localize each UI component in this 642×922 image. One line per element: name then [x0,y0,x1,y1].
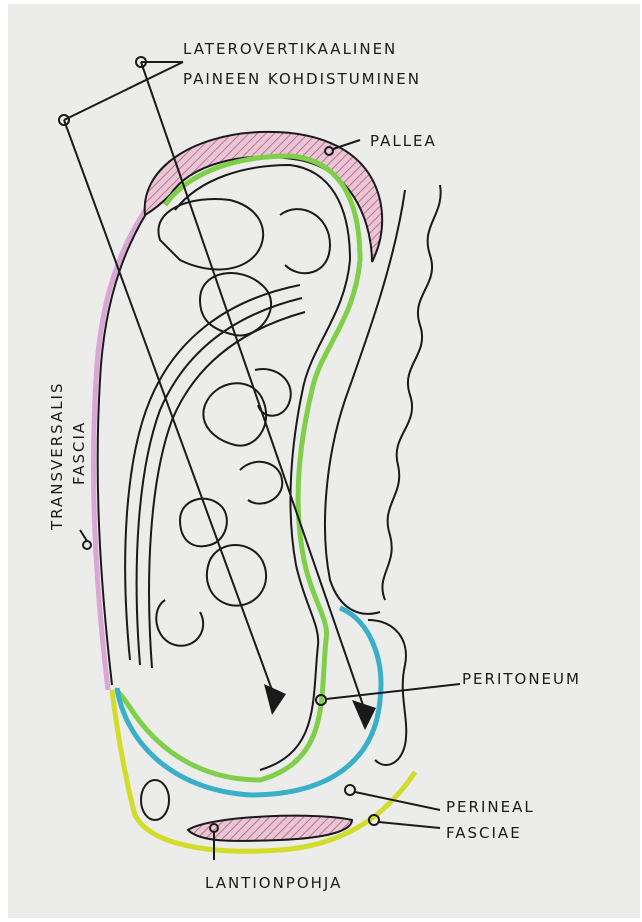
label-perineal-line2: FASCIAE [446,826,522,841]
label-peritoneum: PERITONEUM [462,672,581,687]
label-diaphragm: PALLEA [370,134,437,149]
label-pelvic-floor: LANTIONPOHJA [205,876,342,891]
perineal-fascia-inner [117,608,381,795]
label-pressure-line1: LATEROVERTIKAALINEN [183,42,397,57]
arrowhead-icon [264,684,286,715]
label-pointer-circle-icon [345,785,355,795]
arrowhead-icon [352,700,376,730]
pelvic-floor-shape [188,816,352,841]
mesentery-folds [125,285,305,668]
label-pointer-circle-icon [83,541,91,549]
label-perineal-line1: PERINEAL [446,800,535,815]
peritoneum-line [115,156,360,780]
abdominal-wall-outline [98,180,170,685]
label-transversalis-line1: TRANSVERSALIS [50,381,65,530]
label-pressure-line2: PAINEEN KOHDISTUMINEN [183,72,421,87]
label-transversalis-line2: FASCIA [72,421,87,485]
pubic-bone-oval [141,780,169,820]
